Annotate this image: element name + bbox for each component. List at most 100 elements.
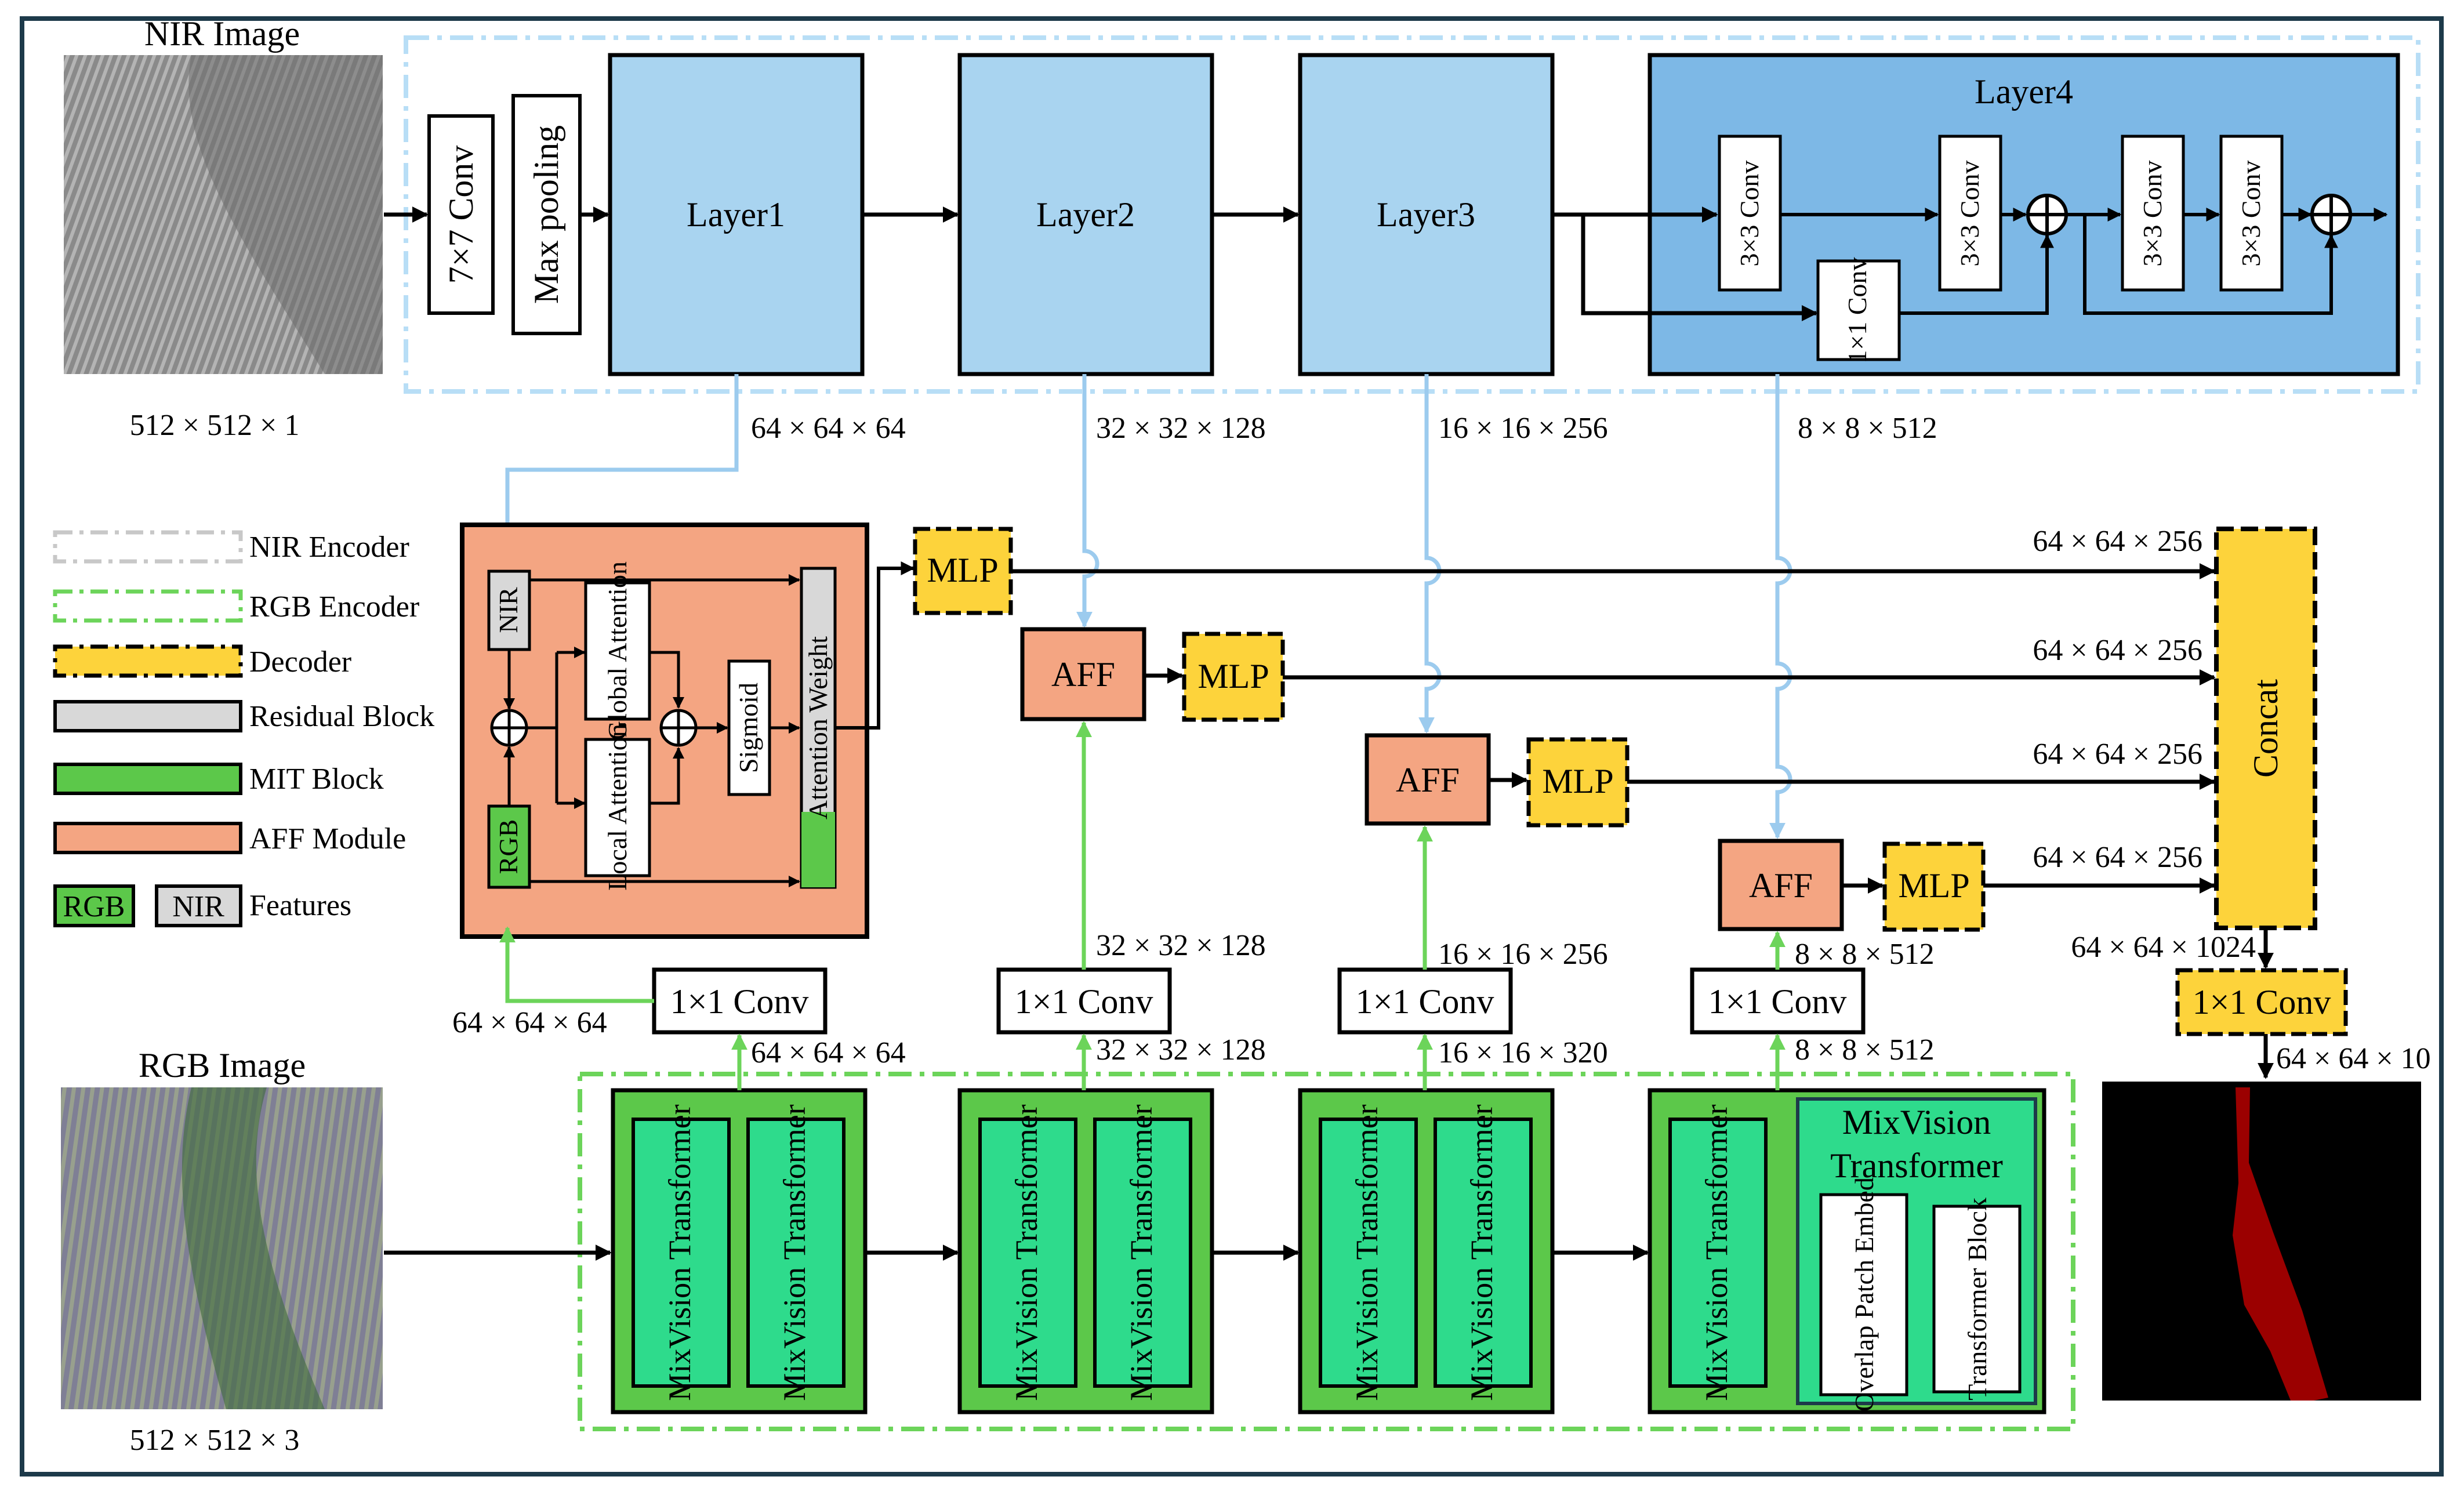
rgb-conv-in-1: 64 × 64 × 64 bbox=[751, 1036, 906, 1069]
aff-4 bbox=[1718, 839, 1844, 931]
mit-1a-label: MixVision Transformer bbox=[662, 1104, 697, 1401]
mit-3a bbox=[1319, 1118, 1418, 1388]
nir-arrow-to-aff3 bbox=[1418, 374, 1442, 734]
aff-sigmoid bbox=[727, 659, 771, 796]
aff-detail-to-mlp bbox=[835, 561, 915, 730]
legend-decoder-swatch bbox=[53, 644, 243, 678]
nir-arrow-to-aff2 bbox=[1076, 374, 1099, 628]
overlap-patch-embed bbox=[1819, 1193, 1908, 1396]
aff-detail-rgb-label: RGB bbox=[493, 819, 523, 875]
nir-feature-2: 32 × 32 × 128 bbox=[1096, 412, 1266, 445]
rgb-conv-in-3: 16 × 16 × 320 bbox=[1438, 1036, 1608, 1069]
arrow-layer4-shortcut bbox=[1581, 215, 1818, 321]
rgb-conv-in-2: 32 × 32 × 128 bbox=[1096, 1033, 1266, 1066]
mit-1a bbox=[632, 1118, 731, 1388]
mlp-1-label: MLP bbox=[927, 551, 998, 589]
layer4-conv3-a-label: 3×3 Conv bbox=[1734, 160, 1764, 266]
mit-2b bbox=[1093, 1118, 1192, 1388]
aff-sigmoid-label: Sigmoid bbox=[734, 683, 763, 773]
concat-out-label: 64 × 64 × 1024 bbox=[2071, 931, 2256, 964]
mit-4a-label: MixVision Transformer bbox=[1699, 1104, 1734, 1401]
rgb-conv-4-label: 1×1 Conv bbox=[1708, 982, 1847, 1021]
aff-attention-weight-label: Attention Weight bbox=[803, 636, 833, 819]
rgb-conv-4 bbox=[1690, 967, 1866, 1035]
nir-layer1-label: Layer1 bbox=[687, 195, 785, 234]
mlp-2 bbox=[1182, 632, 1285, 722]
legend-rgb-tag: RGB bbox=[63, 890, 125, 923]
mit-1b-label: MixVision Transformer bbox=[777, 1104, 812, 1401]
aff-global-attention-label: Global Attention bbox=[603, 561, 632, 740]
nir-layer2-label: Layer2 bbox=[1036, 195, 1135, 234]
layer4-conv1-label: 1×1 Conv bbox=[1842, 257, 1872, 363]
mit-3b bbox=[1434, 1118, 1533, 1388]
green-arrow-conv1-aff1 bbox=[499, 926, 654, 1003]
mit-3b-label: MixVision Transformer bbox=[1464, 1104, 1499, 1401]
nir-image-title: NIR Image bbox=[144, 14, 300, 53]
mlp-3 bbox=[1526, 737, 1630, 828]
legend-features: Features bbox=[249, 889, 351, 922]
nir-7x7-conv-box bbox=[427, 114, 495, 315]
legend-aff: AFF Module bbox=[249, 822, 406, 855]
arrow-l4conv1-to-sum bbox=[1899, 234, 2054, 315]
legend-rgb-feature-swatch bbox=[53, 884, 135, 927]
nir-max-pooling-box bbox=[511, 94, 582, 335]
rgb-conv-1 bbox=[652, 967, 828, 1035]
legend-nir-tag: NIR bbox=[172, 890, 224, 923]
legend-mit-swatch bbox=[53, 763, 242, 795]
transformer-block bbox=[1932, 1205, 2022, 1394]
aff-local-attention bbox=[584, 738, 651, 877]
mlp-3-out-label: 64 × 64 × 256 bbox=[2033, 738, 2202, 771]
rgb-conv-out-4: 8 × 8 × 512 bbox=[1795, 938, 1935, 971]
rgb-conv-out-2: 32 × 32 × 128 bbox=[1096, 929, 1266, 962]
legend-residual: Residual Block bbox=[249, 700, 434, 733]
aff-detail-sum-1 bbox=[490, 709, 528, 747]
aff-detail-sum-2 bbox=[659, 709, 698, 747]
nir-max-pooling-label: Max pooling bbox=[527, 125, 565, 304]
mlp-2-label: MLP bbox=[1197, 657, 1269, 695]
layer4-conv3-b-label: 3×3 Conv bbox=[1955, 160, 1984, 266]
layer4-conv3-c bbox=[2121, 135, 2185, 292]
legend-nir-feature-swatch bbox=[155, 884, 242, 927]
final-conv bbox=[2175, 968, 2348, 1036]
mit-3a-label: MixVision Transformer bbox=[1349, 1104, 1384, 1401]
legend-decoder: Decoder bbox=[249, 645, 351, 679]
legend-mit: MIT Block bbox=[249, 763, 384, 796]
mlp-3-label: MLP bbox=[1542, 762, 1613, 800]
nir-layer4-title: Layer4 bbox=[1975, 72, 2073, 111]
aff-detail-global-to-sum bbox=[649, 651, 684, 709]
aff-detail-rgb bbox=[487, 804, 531, 889]
rgb-conv-out-1: 64 × 64 × 64 bbox=[452, 1006, 607, 1039]
mit-2b-label: MixVision Transformer bbox=[1124, 1104, 1159, 1401]
nir-arrow-to-aff4 bbox=[1769, 374, 1792, 839]
mit-4a bbox=[1668, 1118, 1768, 1388]
aff-local-attention-label: Local Attention bbox=[603, 724, 632, 890]
rgb-image-title: RGB Image bbox=[139, 1046, 306, 1084]
nir-feature-3: 16 × 16 × 256 bbox=[1438, 412, 1608, 445]
nir-feature-1: 64 × 64 × 64 bbox=[751, 412, 906, 445]
layer4-conv3-d bbox=[2219, 135, 2284, 292]
output-size-label: 64 × 64 × 10 bbox=[2276, 1042, 2431, 1075]
aff-attention-weight-green bbox=[801, 812, 835, 887]
mlp-4-label: MLP bbox=[1898, 866, 1969, 905]
mlp-1-out-label: 64 × 64 × 256 bbox=[2033, 525, 2202, 558]
aff-global-attention bbox=[584, 581, 651, 721]
legend-nir-encoder-swatch bbox=[53, 530, 243, 564]
legend-rgb-encoder: RGB Encoder bbox=[249, 590, 419, 623]
outer-frame bbox=[20, 16, 2444, 1477]
mit-2a-label: MixVision Transformer bbox=[1009, 1104, 1044, 1401]
mit-detail-title-line1: MixVision bbox=[1842, 1103, 1991, 1141]
rgb-conv-out-3: 16 × 16 × 256 bbox=[1438, 938, 1608, 971]
aff-4-label: AFF bbox=[1749, 866, 1813, 905]
rgb-image-crop-band bbox=[182, 1087, 325, 1409]
nir-image-size: 512 × 512 × 1 bbox=[130, 409, 300, 442]
legend-residual-swatch bbox=[53, 700, 242, 732]
mlp-2-out-label: 64 × 64 × 256 bbox=[2033, 634, 2202, 667]
rgb-conv-1-label: 1×1 Conv bbox=[670, 982, 809, 1021]
layer4-sum-1 bbox=[2026, 194, 2068, 235]
nir-7x7-conv-label: 7×7 Conv bbox=[442, 146, 480, 284]
legend-aff-swatch bbox=[53, 822, 242, 854]
rgb-conv-2 bbox=[996, 967, 1172, 1035]
layer4-conv3-c-label: 3×3 Conv bbox=[2138, 160, 2167, 266]
legend-rgb-encoder-swatch bbox=[53, 589, 243, 623]
